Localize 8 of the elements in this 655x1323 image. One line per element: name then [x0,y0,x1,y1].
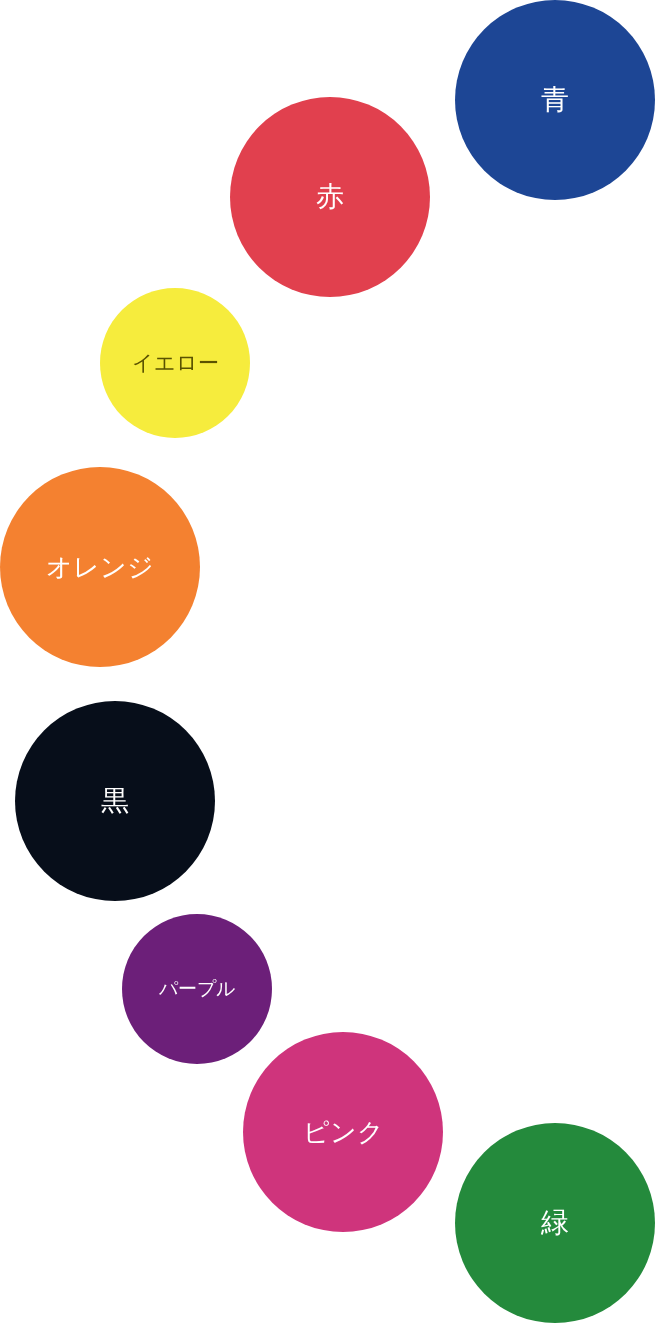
color-name: パープル [159,976,235,1001]
color-name: イエロー [131,350,219,377]
color-name: 緑 [541,1205,569,1241]
color-name: 青 [541,82,569,118]
color-name: ピンク [302,1115,384,1149]
color-name: 赤 [316,179,344,215]
color-name: オレンジ [46,550,154,584]
color-name: 黒 [101,783,129,819]
